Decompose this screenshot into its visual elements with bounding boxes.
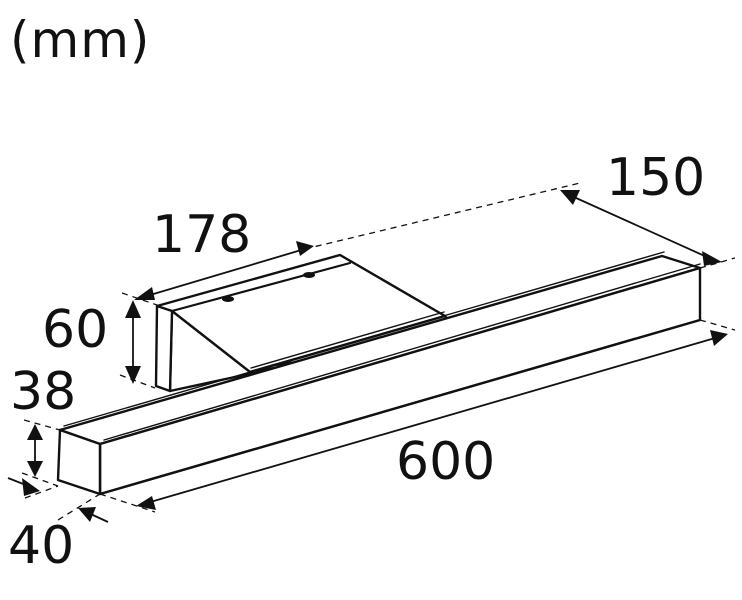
dim-150-line bbox=[564, 192, 719, 263]
dimension-lines bbox=[7, 190, 728, 523]
dim-600-line bbox=[139, 335, 723, 506]
mounting-hole-icon bbox=[222, 296, 234, 302]
arrow-icon bbox=[125, 366, 141, 384]
light-bar bbox=[56, 251, 702, 496]
arrow-icon bbox=[702, 251, 722, 266]
arrow-icon bbox=[136, 496, 156, 510]
arrow-icon bbox=[78, 507, 96, 522]
dim-label-38: 38 bbox=[10, 362, 77, 422]
extension-lines bbox=[21, 182, 736, 521]
arrow-icon bbox=[27, 424, 43, 440]
dim-label-600: 600 bbox=[396, 432, 496, 492]
arrow-icon bbox=[560, 190, 580, 205]
arrow-icon bbox=[134, 287, 155, 300]
unit-label: (mm) bbox=[10, 11, 151, 69]
dim-label-60: 60 bbox=[42, 300, 109, 360]
dim-178-line bbox=[139, 247, 309, 299]
arrow-icon bbox=[22, 478, 40, 496]
dim-label-40: 40 bbox=[8, 516, 75, 576]
mounting-hole-icon bbox=[303, 272, 315, 278]
bracket-front-face bbox=[154, 304, 174, 393]
arrow-icon bbox=[710, 330, 728, 346]
arrow-icon bbox=[27, 461, 43, 477]
dim-label-178: 178 bbox=[152, 205, 252, 265]
dim-label-150: 150 bbox=[606, 148, 706, 208]
arrow-icon bbox=[296, 241, 314, 256]
arrow-icon bbox=[125, 300, 141, 318]
